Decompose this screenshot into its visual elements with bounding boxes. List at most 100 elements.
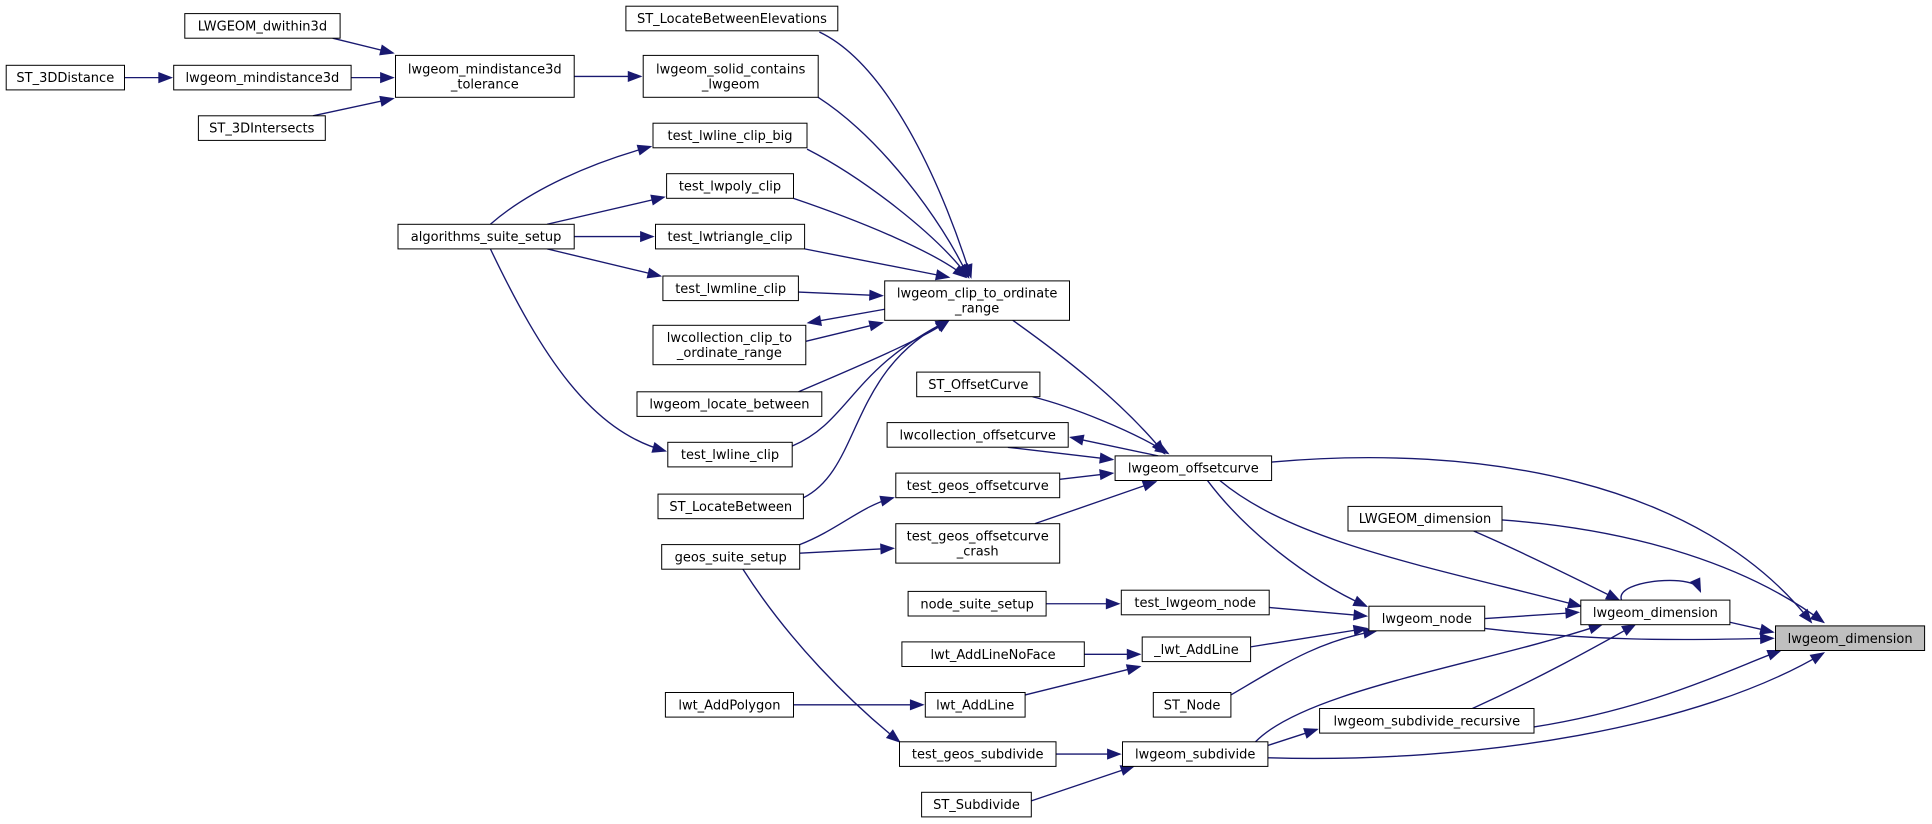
node-n36[interactable]: test_geos_subdivide: [899, 741, 1057, 767]
node-box: [921, 791, 1032, 818]
node-n33[interactable]: lwt_AddPolygon: [664, 692, 795, 718]
node-box: [625, 5, 839, 32]
edge-line: [1533, 649, 1781, 728]
edge-n37-to-n29: [1267, 652, 1826, 760]
node-n23[interactable]: test_geos_offsetcurve_crash: [895, 523, 1061, 564]
node-n12[interactable]: test_lwmline_clip: [662, 275, 799, 302]
node-n11[interactable]: test_lwtriangle_clip: [655, 223, 806, 250]
node-n5[interactable]: lwgeom_mindistance3d_tolerance: [395, 54, 575, 98]
node-n28[interactable]: lwgeom_dimension: [1580, 599, 1731, 626]
node-n34[interactable]: lwt_AddLine: [924, 692, 1026, 718]
edge-n37-to-n35: [1267, 728, 1319, 747]
node-label-line: lwgeom_dimension: [1788, 632, 1913, 647]
node-label: test_lwpoly_clip: [679, 180, 781, 195]
edge-line: [1484, 611, 1579, 620]
node-n31[interactable]: _lwt_AddLine: [1141, 636, 1252, 663]
node-n32[interactable]: ST_Node: [1152, 692, 1232, 718]
edge-n19-to-n29: [1271, 456, 1813, 624]
edge-arrowhead: [1105, 598, 1121, 610]
node-n19[interactable]: lwgeom_offsetcurve: [1114, 455, 1273, 481]
node-n2[interactable]: ST_LocateBetweenElevations: [625, 5, 839, 32]
node-root-lwgeom-dimension[interactable]: lwgeom_dimension: [1775, 625, 1926, 652]
edge-n28-to-n28: [1620, 577, 1702, 601]
node-box: [907, 590, 1047, 617]
node-label-line: lwt_AddLine: [936, 698, 1014, 713]
edge-line: [742, 568, 900, 743]
node-n7[interactable]: ST_3DIntersects: [197, 115, 326, 141]
node-label-line: _lwgeom: [701, 77, 760, 92]
edge-n7-to-n5: [312, 95, 395, 117]
edge-line: [1620, 579, 1702, 601]
edge-arrowhead: [379, 95, 395, 107]
node-n10[interactable]: algorithms_suite_setup: [397, 223, 575, 250]
node-n26[interactable]: test_lwgeom_node: [1120, 589, 1270, 616]
edge-line: [489, 145, 651, 225]
node-box: [899, 741, 1057, 767]
node-label-line: lwgeom_clip_to_ordinate: [897, 287, 1058, 302]
node-n20[interactable]: test_geos_offsetcurve: [895, 472, 1061, 499]
node-box: [667, 441, 793, 468]
edge-arrowhead: [1690, 577, 1702, 594]
node-n30[interactable]: lwt_AddLineNoFace: [901, 641, 1085, 668]
node-n14[interactable]: lwcollection_clip_to_ordinate_range: [652, 324, 807, 366]
edge-n9-to-n13: [793, 197, 968, 279]
node-label-line: lwcollection_clip_to: [667, 331, 792, 346]
edge-line: [819, 31, 972, 278]
node-n37[interactable]: lwgeom_subdivide: [1122, 741, 1269, 767]
edge-n36-to-n37: [1055, 748, 1122, 760]
node-n4[interactable]: lwgeom_mindistance3d: [173, 64, 352, 91]
node-n22[interactable]: LWGEOM_dimension: [1347, 505, 1503, 532]
node-n21[interactable]: ST_LocateBetween: [657, 493, 804, 520]
edge-n25-to-n26: [1046, 598, 1121, 610]
node-n1[interactable]: LWGEOM_dwithin3d: [184, 13, 341, 39]
node-label-line: geos_suite_setup: [675, 550, 787, 565]
node-box: [916, 371, 1041, 398]
node-label: test_lwgeom_node: [1134, 596, 1256, 611]
edge-line: [1255, 624, 1602, 743]
edge-line: [1472, 624, 1636, 710]
edge-line: [1206, 480, 1367, 607]
node-box: [1114, 455, 1273, 481]
edge-arrowhead: [1126, 648, 1142, 660]
node-box: [1122, 741, 1269, 767]
edge-arrowhead: [880, 543, 896, 555]
node-box: [636, 391, 823, 417]
node-n9[interactable]: test_lwpoly_clip: [666, 173, 794, 199]
edge-arrowhead: [627, 70, 643, 82]
node-n25[interactable]: node_suite_setup: [907, 590, 1047, 617]
edge-n13-to-n14: [806, 308, 885, 327]
node-n27[interactable]: lwgeom_node: [1368, 605, 1486, 632]
node-label-line: ST_3DDistance: [16, 71, 114, 86]
node-n15[interactable]: lwgeom_locate_between: [636, 391, 823, 417]
node-box: [652, 122, 808, 149]
node-n3[interactable]: ST_3DDistance: [5, 64, 126, 91]
node-n8[interactable]: test_lwline_clip_big: [652, 122, 808, 149]
edge-arrowhead: [1069, 434, 1085, 446]
edge-line: [792, 319, 950, 447]
node-n38[interactable]: ST_Subdivide: [921, 791, 1032, 818]
edge-n22-to-n29: [1501, 519, 1825, 624]
node-n16[interactable]: ST_OffsetCurve: [916, 371, 1041, 398]
node-label: ST_OffsetCurve: [928, 378, 1028, 393]
node-n13[interactable]: lwgeom_clip_to_ordinate_range: [884, 280, 1071, 321]
edge-line: [1484, 627, 1774, 641]
node-box: [1775, 625, 1926, 652]
node-box: [664, 692, 795, 718]
node-n18[interactable]: test_lwline_clip: [667, 441, 793, 468]
edge-line: [1269, 606, 1367, 617]
node-n6[interactable]: lwgeom_solid_contains_lwgeom: [642, 54, 819, 98]
edge-line: [793, 197, 967, 278]
node-label: lwt_AddLine: [936, 698, 1014, 713]
edge-line: [546, 196, 665, 225]
node-n35[interactable]: lwgeom_subdivide_recursive: [1319, 708, 1535, 734]
edge-line: [817, 96, 970, 278]
node-n24[interactable]: geos_suite_setup: [661, 544, 801, 570]
node-label-line: node_suite_setup: [920, 597, 1034, 612]
node-label: lwcollection_offsetcurve: [900, 428, 1056, 443]
node-n17[interactable]: lwcollection_offsetcurve: [886, 422, 1069, 448]
edge-line: [489, 248, 666, 452]
edge-n19-to-n28: [1219, 480, 1583, 609]
edge-n10-to-n11: [574, 230, 655, 243]
node-label: lwgeom_subdivide_recursive: [1333, 714, 1520, 729]
edge-line: [312, 97, 394, 117]
